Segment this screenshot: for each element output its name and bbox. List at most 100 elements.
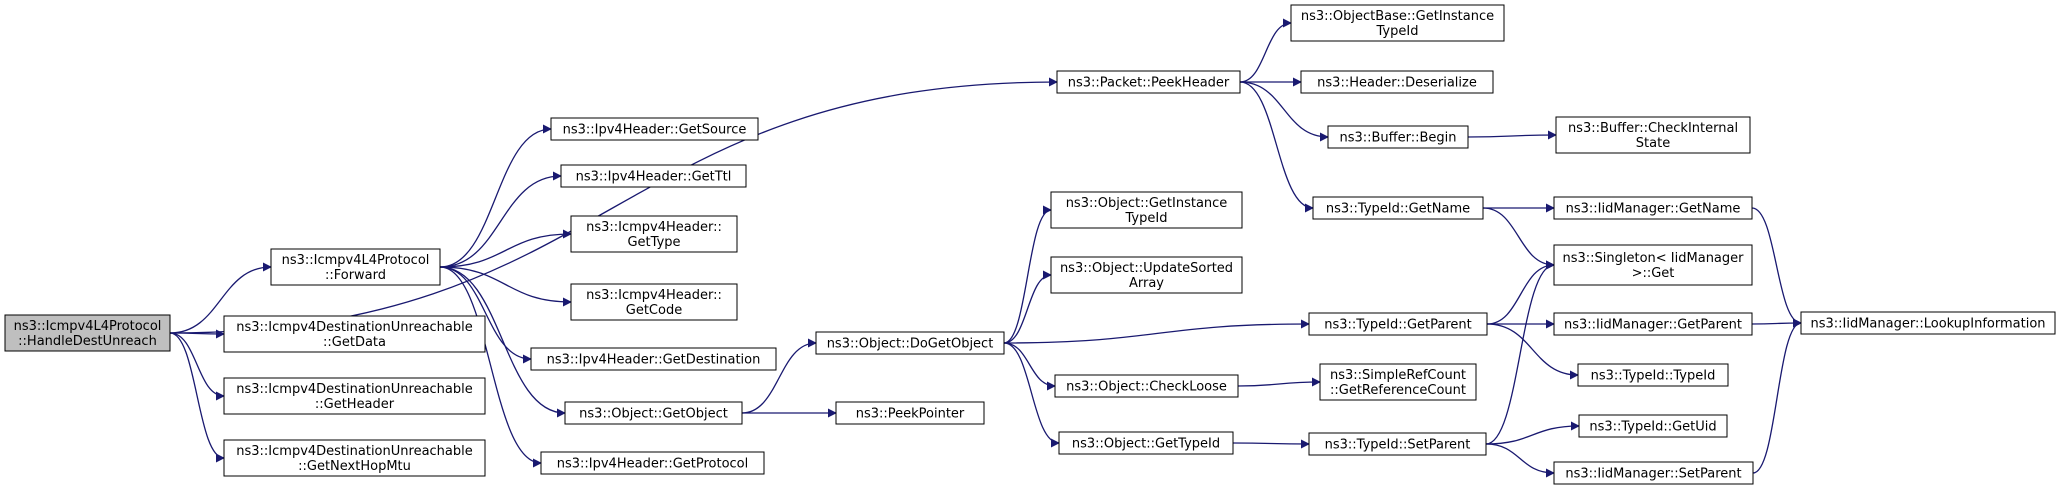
node-ns3-typeid-getname[interactable]: ns3::TypeId::GetName: [1312, 196, 1484, 220]
node-box: [4, 314, 171, 352]
edge-arrow: [1486, 323, 1579, 380]
node-ns3-icmpv4destinationunreachable-getdata[interactable]: ns3::Icmpv4DestinationUnreachable::GetDa…: [223, 315, 486, 353]
edge-n23-to-n28: [1486, 260, 1555, 325]
node-ns3-buffer-begin[interactable]: ns3::Buffer::Begin: [1327, 125, 1469, 149]
node-box: [1300, 70, 1494, 94]
edge-n13-to-n18: [1003, 342, 1060, 448]
node-box: [1578, 414, 1728, 438]
node-label-line: GetCode: [626, 303, 682, 318]
node-label-line: ns3::Buffer::CheckInternal: [1568, 121, 1738, 136]
node-box: [1553, 244, 1753, 286]
node-label-line: ::HandleDestUnreach: [18, 334, 157, 349]
edge-arrow: [1482, 207, 1555, 270]
edge-arrow: [169, 332, 225, 401]
node-label-line: ns3::Object::CheckLoose: [1066, 380, 1227, 395]
node-ns3-simplerefcount-getreferencecount[interactable]: ns3::SimpleRefCount::GetReferenceCount: [1319, 363, 1477, 401]
edge-n1-to-n7: [439, 171, 562, 268]
node-box: [223, 439, 486, 477]
node-label-line: ns3::IidManager::SetParent: [1565, 467, 1741, 482]
edge-n13-to-n17: [1003, 342, 1056, 391]
edge-arrow: [169, 262, 272, 334]
node-ns3-ipv4header-getdestination[interactable]: ns3::Ipv4Header::GetDestination: [530, 347, 777, 371]
edge-n13-to-n15: [1003, 205, 1052, 344]
node-ns3-iidmanager-getparent[interactable]: ns3::IidManager::GetParent: [1553, 312, 1753, 336]
node-ns3-iidmanager-setparent[interactable]: ns3::IidManager::SetParent: [1553, 461, 1754, 485]
node-ns3-singleton-iidmanager-get[interactable]: ns3::Singleton< IidManager >::Get: [1553, 244, 1753, 286]
edge-n27-to-n33: [1751, 207, 1802, 328]
node-ns3-packet-peekheader[interactable]: ns3::Packet::PeekHeader: [1056, 70, 1241, 94]
edge-arrow: [439, 229, 572, 268]
edge-n21-to-n26: [1467, 130, 1557, 140]
node-box: [570, 215, 738, 253]
node-ns3-header-deserialize[interactable]: ns3::Header::Deserialize: [1300, 70, 1494, 94]
node-ns3-icmpv4header-getcode[interactable]: ns3::Icmpv4Header::GetCode: [570, 283, 738, 321]
node-label-line: ns3::Object::DoGetObject: [827, 337, 994, 352]
node-ns3-object-checkloose[interactable]: ns3::Object::CheckLoose: [1054, 374, 1239, 398]
edge-arrow: [1485, 421, 1580, 445]
node-label-line: >::Get: [1632, 266, 1675, 281]
node-box: [1553, 312, 1753, 336]
edge-arrow: [1003, 342, 1056, 391]
node-label-line: ns3::Icmpv4L4Protocol: [14, 319, 162, 334]
edge-arrow: [1751, 207, 1802, 328]
node-label-line: ns3::Header::Deserialize: [1317, 76, 1477, 91]
edge-arrow: [1467, 130, 1557, 140]
node-ns3-iidmanager-getname[interactable]: ns3::IidManager::GetName: [1553, 196, 1753, 220]
node-ns3-ipv4header-getprotocol[interactable]: ns3::Ipv4Header::GetProtocol: [540, 451, 765, 475]
node-ns3-icmpv4destinationunreachable-getnexthopmtu[interactable]: ns3::Icmpv4DestinationUnreachable::GetNe…: [223, 439, 486, 477]
edge-arrow: [169, 332, 225, 463]
node-ns3-typeid-getuid[interactable]: ns3::TypeId::GetUid: [1578, 414, 1728, 438]
edge-n22-to-n28: [1482, 207, 1555, 270]
node-box: [835, 401, 985, 425]
node-ns3-typeid-typeid[interactable]: ns3::TypeId::TypeId: [1577, 363, 1729, 387]
node-box: [1577, 363, 1729, 387]
node-label-line: ns3::TypeId::GetParent: [1324, 318, 1472, 333]
node-box: [540, 451, 765, 475]
node-ns3-icmpv4l4protocol-forward[interactable]: ns3::Icmpv4L4Protocol::Forward: [270, 248, 441, 286]
node-ns3-typeid-setparent[interactable]: ns3::TypeId::SetParent: [1308, 432, 1487, 456]
node-label-line: TypeId: [1376, 24, 1419, 39]
edge-arrow: [1239, 18, 1292, 83]
node-label-line: ns3::Buffer::Begin: [1339, 131, 1456, 146]
node-label-line: ns3::IidManager::GetName: [1566, 202, 1741, 217]
node-ns3-object-getobject[interactable]: ns3::Object::GetObject: [564, 401, 743, 425]
edge-n1-to-n11: [439, 266, 566, 418]
node-label-line: ns3::Ipv4Header::GetDestination: [547, 353, 761, 368]
edge-n32-to-n33: [1752, 318, 1802, 474]
edge-arrow: [1003, 270, 1052, 344]
node-box: [1327, 125, 1469, 149]
edge-n1-to-n12: [439, 266, 542, 468]
edge-arrow: [439, 266, 566, 418]
node-box: [270, 248, 441, 286]
node-ns3-icmpv4l4protocol-handledestunreach[interactable]: ns3::Icmpv4L4Protocol::HandleDestUnreach: [4, 314, 171, 352]
edge-arrow: [1237, 377, 1321, 387]
edge-arrow: [439, 266, 532, 364]
node-ns3-ipv4header-getsource[interactable]: ns3::Ipv4Header::GetSource: [550, 117, 759, 141]
edge-n1-to-n10: [439, 266, 532, 364]
node-label-line: State: [1636, 136, 1670, 151]
node-ns3-object-gettypeid[interactable]: ns3::Object::GetTypeId: [1058, 431, 1234, 455]
node-ns3-iidmanager-lookupinformation[interactable]: ns3::IidManager::LookupInformation: [1800, 311, 2056, 335]
edge-n5-to-n22: [1239, 81, 1314, 213]
node-ns3-ipv4header-getttl[interactable]: ns3::Ipv4Header::GetTtl: [560, 164, 747, 188]
edge-arrow: [1752, 318, 1802, 474]
node-label-line: ::GetHeader: [315, 397, 395, 412]
node-label-line: ns3::PeekPointer: [856, 407, 965, 422]
node-ns3-typeid-getparent[interactable]: ns3::TypeId::GetParent: [1308, 312, 1488, 336]
edge-layer: [169, 18, 1802, 478]
node-ns3-icmpv4destinationunreachable-getheader[interactable]: ns3::Icmpv4DestinationUnreachable::GetHe…: [223, 377, 486, 415]
node-label-line: ns3::TypeId::GetUid: [1589, 420, 1716, 435]
edge-n1-to-n9: [439, 266, 572, 307]
node-ns3-peekpointer[interactable]: ns3::PeekPointer: [835, 401, 985, 425]
node-box: [1050, 256, 1243, 294]
node-ns3-icmpv4header-gettype[interactable]: ns3::Icmpv4Header::GetType: [570, 215, 738, 253]
node-box: [570, 283, 738, 321]
node-ns3-object-dogetobject[interactable]: ns3::Object::DoGetObject: [815, 331, 1005, 355]
node-box: [1056, 70, 1241, 94]
edge-n29-to-n33: [1751, 318, 1802, 328]
